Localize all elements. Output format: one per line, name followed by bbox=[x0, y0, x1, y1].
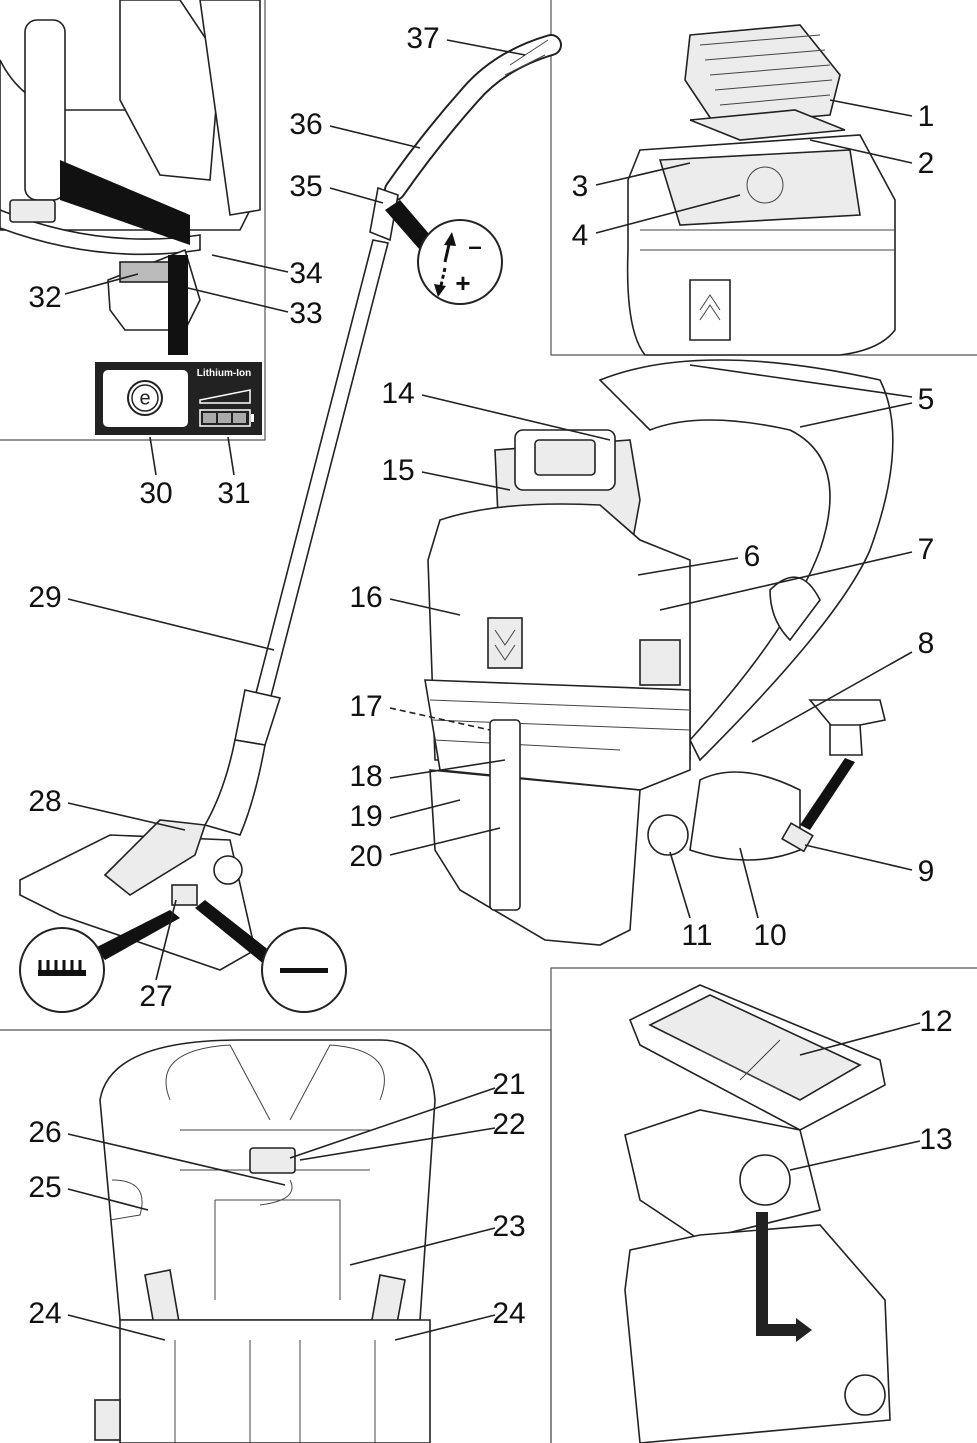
callout: 4 bbox=[572, 219, 589, 252]
callout: 24 bbox=[28, 1297, 61, 1330]
callout: 20 bbox=[349, 840, 382, 873]
suction-adjust-arrows-icon bbox=[434, 232, 456, 297]
battery-chemistry-label: Lithium-Ion bbox=[197, 368, 251, 379]
filter-assembly bbox=[626, 24, 896, 356]
callout: 10 bbox=[753, 919, 786, 952]
callout: 6 bbox=[744, 540, 761, 573]
callout: 34 bbox=[289, 257, 322, 290]
callout: 28 bbox=[28, 785, 61, 818]
callout: 5 bbox=[918, 383, 935, 416]
callout: 11 bbox=[681, 919, 712, 952]
callout: 14 bbox=[381, 377, 414, 410]
callout: 26 bbox=[28, 1116, 61, 1149]
brush-strip-icon bbox=[38, 960, 86, 976]
suction-plus: + bbox=[455, 268, 470, 298]
callout: 30 bbox=[139, 477, 172, 510]
suction-minus: – bbox=[468, 233, 481, 260]
callout: 9 bbox=[918, 855, 935, 888]
backpack-vacuum-body bbox=[424, 359, 894, 946]
callout-numbers: 37 36 35 1 2 3 4 34 33 32 30 31 5 14 15 … bbox=[28, 22, 952, 1330]
callout: 2 bbox=[918, 147, 935, 180]
callout: 18 bbox=[349, 760, 382, 793]
callout: 17 bbox=[349, 690, 382, 723]
callout: 37 bbox=[406, 22, 439, 55]
callout: 33 bbox=[289, 297, 322, 330]
battery-status-label: e Lithium-Ion bbox=[95, 362, 262, 435]
suction-adjust-indicator: – + bbox=[385, 200, 503, 305]
callout: 7 bbox=[918, 533, 935, 566]
callout: 36 bbox=[289, 108, 322, 141]
callout: 32 bbox=[28, 281, 61, 314]
callout: 27 bbox=[139, 980, 172, 1013]
callout: 35 bbox=[289, 170, 322, 203]
floor-nozzle bbox=[19, 819, 347, 1013]
callout: 24 bbox=[492, 1297, 525, 1330]
callout: 16 bbox=[349, 581, 382, 614]
callout: 3 bbox=[572, 170, 589, 203]
callout: 1 bbox=[918, 100, 935, 133]
harness-rear-view bbox=[94, 1039, 436, 1443]
eco-mode-icon: e bbox=[127, 380, 163, 416]
callout: 31 bbox=[217, 477, 250, 510]
callout: 23 bbox=[492, 1210, 525, 1243]
callout: 8 bbox=[918, 627, 935, 660]
callout: 29 bbox=[28, 581, 61, 614]
callout: 22 bbox=[492, 1108, 525, 1141]
battery-level-icon bbox=[199, 389, 254, 427]
callout: 15 bbox=[381, 454, 414, 487]
callout: 21 bbox=[492, 1068, 525, 1101]
eco-symbol: e bbox=[139, 387, 150, 409]
dirt-tank-assembly bbox=[624, 984, 891, 1443]
hose-and-tube bbox=[203, 34, 562, 836]
smooth-floor-icon bbox=[280, 968, 328, 973]
battery-detail-illustration bbox=[0, 0, 261, 355]
callout: 12 bbox=[919, 1005, 952, 1038]
leader-lines bbox=[64, 39, 921, 1341]
callout: 19 bbox=[349, 800, 382, 833]
callout: 13 bbox=[919, 1123, 952, 1156]
callout: 25 bbox=[28, 1171, 61, 1204]
